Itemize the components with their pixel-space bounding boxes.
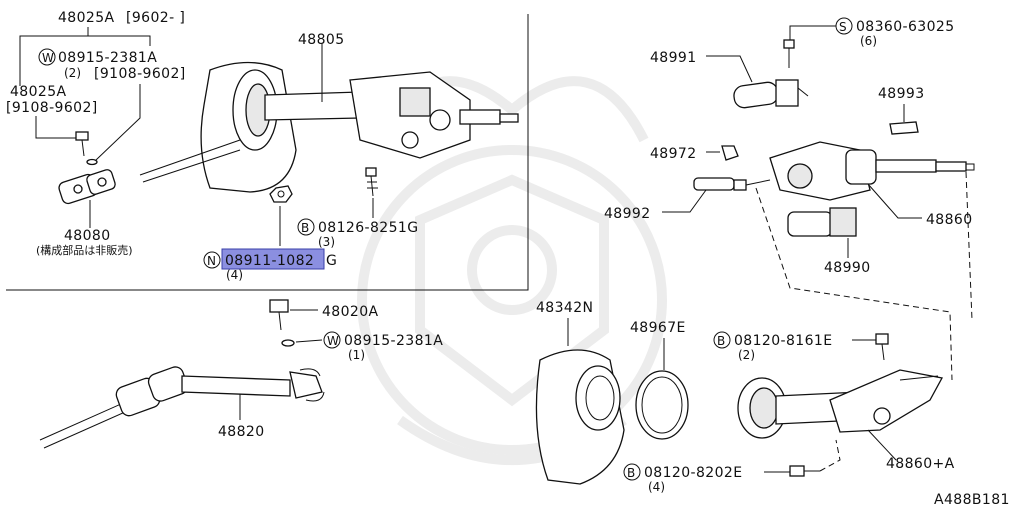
label-48805: 48805 xyxy=(298,32,345,48)
label-08126: 08126-8251G xyxy=(318,220,418,236)
svg-text:B: B xyxy=(717,334,725,348)
bolt-symbol-08120-b: B xyxy=(623,463,641,481)
screw-08360-part xyxy=(783,39,795,68)
label-48972: 48972 xyxy=(650,146,697,162)
label-08120-b: 08120-8202E xyxy=(644,465,742,481)
label-48025A-b-range: [9108-9602] xyxy=(6,100,98,116)
clip-48972-part xyxy=(721,145,739,161)
highlight-08911 xyxy=(221,248,325,270)
qty-08126: (3) xyxy=(318,235,335,249)
nut-symbol-08911: N xyxy=(203,251,221,269)
washer-symbol-a: W xyxy=(38,48,56,66)
bolt-08120-a-part xyxy=(875,333,889,361)
bolt-symbol-08126: B xyxy=(297,218,315,236)
label-48990: 48990 xyxy=(824,260,871,276)
label-48991: 48991 xyxy=(650,50,697,66)
bolt-48025A-part xyxy=(75,131,98,166)
leader-48991 xyxy=(706,55,753,83)
qty-08915-a: (2) xyxy=(64,66,81,80)
label-48992: 48992 xyxy=(604,206,651,222)
washer-symbol-b: W xyxy=(323,331,341,349)
svg-text:B: B xyxy=(301,221,309,235)
label-08120-a: 08120-8161E xyxy=(734,333,832,349)
label-08911-suffix: G xyxy=(326,253,337,269)
screw-symbol-08360: S xyxy=(835,17,853,35)
svg-text:W: W xyxy=(327,334,339,348)
qty-08120-b: (4) xyxy=(648,480,665,494)
svg-text:W: W xyxy=(42,51,54,65)
leader-08360 xyxy=(789,25,836,40)
switch-48991-part xyxy=(733,79,809,109)
qty-08911: (4) xyxy=(226,268,243,282)
label-08915-a-range: [9108-9602] xyxy=(94,66,186,82)
label-48860: 48860 xyxy=(926,212,973,228)
label-48020A: 48020A xyxy=(322,304,379,320)
leader-48025A-b xyxy=(35,116,76,139)
inset-frame xyxy=(6,14,529,291)
sensor-48992-part xyxy=(693,177,771,191)
intermediate-shaft-48820-part xyxy=(39,366,325,449)
label-48025A-a-range: [9602- ] xyxy=(126,10,185,26)
svg-text:B: B xyxy=(627,466,635,480)
steering-column-48805-part xyxy=(139,61,519,193)
diagram-ref-code: A488B181 xyxy=(934,492,1010,508)
note-48080: (構成部品は非販売) xyxy=(36,243,133,257)
label-48080: 48080 xyxy=(64,228,111,244)
leader-08915-b xyxy=(295,339,323,343)
column-48860-part xyxy=(769,141,975,201)
pad-48993-part xyxy=(889,121,919,135)
bolt-08120-b-part xyxy=(789,465,820,477)
label-48967E: 48967E xyxy=(630,320,686,336)
dashed-guide-bolt xyxy=(819,439,841,472)
svg-text:N: N xyxy=(207,254,216,268)
label-48025A-a: 48025A xyxy=(58,10,115,26)
label-08915-b: 08915-2381A xyxy=(344,333,443,349)
leader-48025A-a xyxy=(19,27,151,86)
washer-08915-b-part xyxy=(281,339,295,347)
label-48820: 48820 xyxy=(218,424,265,440)
dashed-guide-shaft xyxy=(965,171,973,321)
label-08911: 08911-1082 xyxy=(225,253,314,269)
leader-48860A xyxy=(867,429,897,461)
dashed-guide-right xyxy=(755,187,953,381)
qty-08120-a: (2) xyxy=(738,348,755,362)
bolt-symbol-08120-a: B xyxy=(713,331,731,349)
switch-48990-part xyxy=(787,207,857,237)
svg-text:S: S xyxy=(839,20,847,34)
label-48993: 48993 xyxy=(878,86,925,102)
label-48025A-b: 48025A xyxy=(10,84,67,100)
boot-48342N-part xyxy=(535,349,625,485)
qty-08915-b: (1) xyxy=(348,348,365,362)
bolt-48020A-part xyxy=(269,299,289,331)
bolt-08126-part xyxy=(365,167,378,197)
leader-48860 xyxy=(867,183,922,219)
label-48342N: 48342N xyxy=(536,300,593,316)
nut-08911-part xyxy=(269,185,293,203)
universal-joint-48080-part xyxy=(58,169,116,205)
label-08915-a: 08915-2381A xyxy=(58,50,157,66)
ring-48967E-part xyxy=(635,370,689,440)
leader-48992 xyxy=(662,189,707,213)
leader-08915-a xyxy=(95,84,141,161)
label-48860A: 48860+A xyxy=(886,456,955,472)
qty-08360: (6) xyxy=(860,34,877,48)
label-08360: 08360-63025 xyxy=(856,19,955,35)
column-48860A-part xyxy=(737,369,943,439)
